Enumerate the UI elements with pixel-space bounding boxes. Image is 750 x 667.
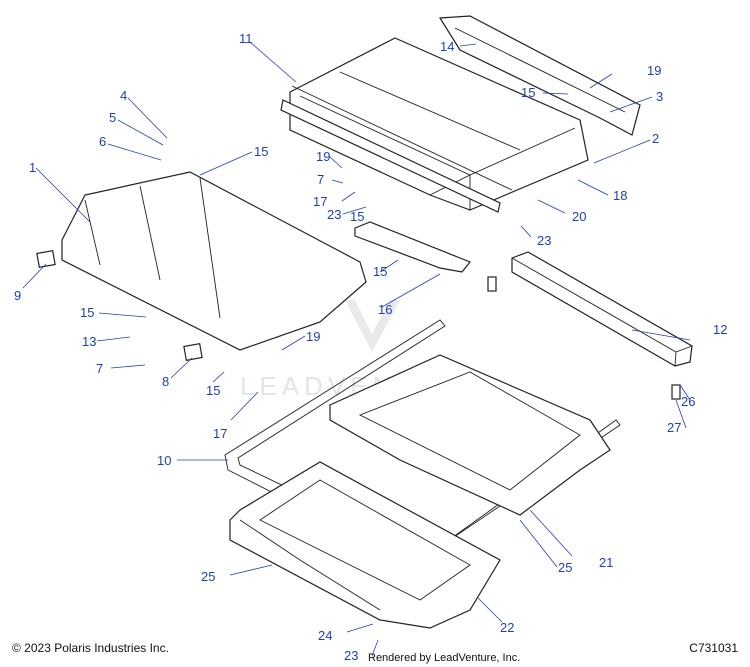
callout-16[interactable]: 16 [378,302,392,317]
plug-27[interactable] [671,384,681,400]
callout-19c[interactable]: 19 [306,329,320,344]
callout-11[interactable]: 11 [239,31,253,46]
callout-14[interactable]: 14 [440,39,454,54]
copyright-text: © 2023 Polaris Industries Inc. [12,641,169,655]
callout-6[interactable]: 6 [99,134,106,149]
callout-23b[interactable]: 23 [537,233,551,248]
roof-rail-rear[interactable] [280,99,501,213]
callout-25b[interactable]: 25 [558,560,572,575]
callout-18[interactable]: 18 [613,188,627,203]
callout-13[interactable]: 13 [82,334,96,349]
callout-12[interactable]: 12 [713,322,727,337]
callout-22[interactable]: 22 [500,620,514,635]
callout-8[interactable]: 8 [162,374,169,389]
callout-15b[interactable]: 15 [521,85,535,100]
front-roof-panel[interactable] [61,171,367,351]
rear-roof-panel[interactable] [289,37,589,211]
callout-20[interactable]: 20 [572,209,586,224]
rendered-by-text: Rendered by LeadVenture, Inc. [368,652,521,664]
pad-8[interactable] [183,343,203,361]
callout-17a[interactable]: 17 [313,194,327,209]
roof-support-bar[interactable] [511,251,693,367]
diagram-code: C731031 [689,641,738,655]
rear-headliner[interactable] [329,354,611,516]
callout-10[interactable]: 10 [157,453,171,468]
callout-7a[interactable]: 7 [96,361,103,376]
callout-21[interactable]: 21 [599,555,613,570]
callout-2[interactable]: 2 [652,131,659,146]
pad-9[interactable] [36,250,56,268]
callout-25a[interactable]: 25 [201,569,215,584]
callout-15e[interactable]: 15 [373,264,387,279]
rear-trim-piece[interactable] [438,15,641,136]
callout-7b[interactable]: 7 [317,172,324,187]
callout-24[interactable]: 24 [318,628,332,643]
roof-seal-strip[interactable] [291,85,513,191]
callout-15f[interactable]: 15 [350,209,364,224]
callout-5[interactable]: 5 [109,110,116,125]
callout-4[interactable]: 4 [120,88,127,103]
callout-19a[interactable]: 19 [647,63,661,78]
callout-15a[interactable]: 15 [254,144,268,159]
front-headliner[interactable] [229,461,501,629]
callout-26[interactable]: 26 [681,394,695,409]
plug-26[interactable] [487,276,497,292]
callout-27[interactable]: 27 [667,420,681,435]
callout-1[interactable]: 1 [29,160,36,175]
callout-23a[interactable]: 23 [327,207,341,222]
headliner-seal-loop[interactable] [224,319,621,563]
callout-17b[interactable]: 17 [213,426,227,441]
callout-3[interactable]: 3 [656,89,663,104]
watermark-logo-icon [345,300,400,352]
callout-9[interactable]: 9 [14,288,21,303]
callout-labels: 1 2 3 4 5 6 7 7 8 9 10 11 12 13 14 15 15… [14,31,727,663]
callout-15d[interactable]: 15 [206,383,220,398]
callout-15c[interactable]: 15 [80,305,94,320]
center-bracket[interactable] [354,221,471,273]
leader-lines [22,41,691,657]
callout-19b[interactable]: 19 [316,149,330,164]
callout-23c[interactable]: 23 [344,648,358,663]
